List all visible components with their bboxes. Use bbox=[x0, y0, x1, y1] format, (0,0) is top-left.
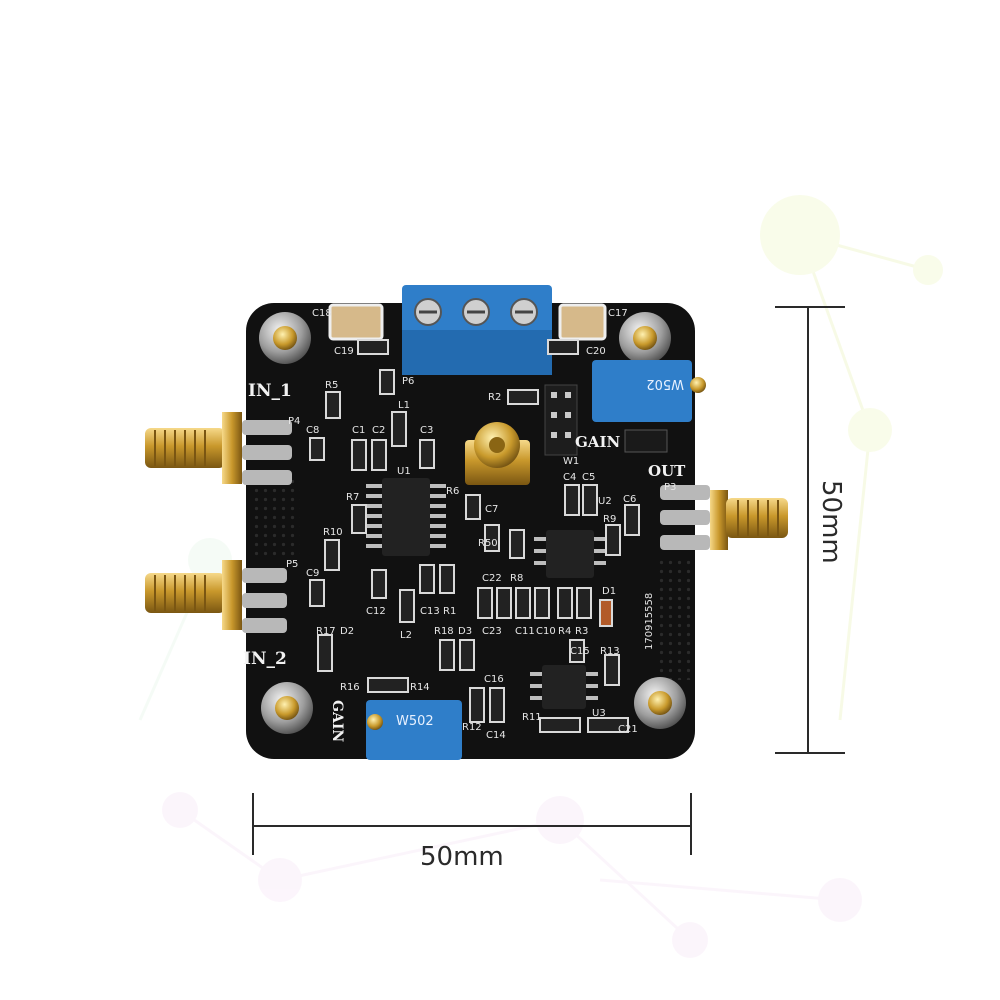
label-c4: C4 bbox=[563, 472, 576, 483]
label-r10: R10 bbox=[323, 527, 343, 538]
label-c9: C9 bbox=[306, 568, 319, 579]
solder-pads-in1 bbox=[242, 420, 292, 485]
jumper-gain bbox=[624, 429, 668, 453]
label-l2: L2 bbox=[400, 630, 412, 641]
mounting-standoff-top-right bbox=[619, 312, 671, 364]
label-p5: P5 bbox=[286, 559, 298, 570]
label-d3: D3 bbox=[458, 626, 472, 637]
label-in2: IN_2 bbox=[243, 649, 287, 669]
label-c1: C1 bbox=[352, 425, 365, 436]
sma-connector-in1 bbox=[145, 412, 242, 484]
via-field-right bbox=[655, 560, 695, 680]
label-r5: R5 bbox=[325, 380, 338, 391]
terminal-block bbox=[402, 285, 552, 375]
height-dimension-label: 50mm bbox=[816, 480, 846, 564]
trimmer-marking-top: W502 bbox=[646, 376, 684, 391]
label-c16: C16 bbox=[484, 674, 504, 685]
label-c19: C19 bbox=[334, 346, 354, 357]
label-p4: P4 bbox=[288, 416, 300, 427]
label-u2: U2 bbox=[598, 496, 612, 507]
label-c3: C3 bbox=[420, 425, 433, 436]
label-r3: R3 bbox=[575, 626, 588, 637]
label-r17: R17 bbox=[316, 626, 336, 637]
sma-connector-in2 bbox=[145, 560, 242, 630]
ic-u2 bbox=[534, 530, 606, 578]
label-r6: R6 bbox=[446, 486, 459, 497]
label-c20: C20 bbox=[586, 346, 606, 357]
label-in1: IN_1 bbox=[248, 381, 292, 401]
label-r12: R12 bbox=[462, 722, 482, 733]
label-c6: C6 bbox=[623, 494, 636, 505]
smd-components bbox=[309, 339, 640, 733]
via-field-left bbox=[250, 480, 300, 560]
label-c17: C17 bbox=[608, 308, 628, 319]
label-c5: C5 bbox=[582, 472, 595, 483]
height-dimension-line bbox=[775, 306, 845, 754]
width-dimension-label: 50mm bbox=[420, 842, 504, 872]
trimmer-potentiometer-bottom: W502 bbox=[366, 700, 462, 760]
solder-pads-in2 bbox=[242, 568, 287, 633]
label-out: OUT bbox=[648, 462, 686, 480]
label-r11: R11 bbox=[522, 712, 542, 723]
sma-jack-center bbox=[465, 422, 530, 485]
mounting-standoff-bottom-right bbox=[634, 677, 686, 729]
label-r8: R8 bbox=[510, 573, 523, 584]
width-dimension-line bbox=[252, 793, 692, 855]
label-u1: U1 bbox=[397, 466, 411, 477]
label-c2: C2 bbox=[372, 425, 385, 436]
label-c8: C8 bbox=[306, 425, 319, 436]
trimmer-potentiometer-top: W502 bbox=[592, 360, 706, 422]
solder-pads-out bbox=[660, 485, 710, 550]
label-c10: C10 bbox=[536, 626, 556, 637]
label-r14: R14 bbox=[410, 682, 430, 693]
mounting-standoff-top-left bbox=[259, 312, 311, 364]
label-c21: C21 bbox=[618, 724, 638, 735]
label-c14: C14 bbox=[486, 730, 506, 741]
label-p6: P6 bbox=[402, 376, 414, 387]
label-r50: R50 bbox=[478, 538, 498, 549]
pin-header-gain bbox=[544, 384, 578, 456]
ic-u3 bbox=[530, 665, 598, 709]
label-c18: C18 bbox=[312, 308, 332, 319]
sma-connector-out bbox=[710, 490, 788, 550]
label-p3: P3 bbox=[664, 482, 676, 493]
background-network-decoration bbox=[138, 195, 943, 958]
label-r4: R4 bbox=[558, 626, 571, 637]
label-r2: R2 bbox=[488, 392, 501, 403]
capacitor-c18 bbox=[328, 303, 384, 341]
label-gain-top: GAIN bbox=[575, 433, 620, 451]
label-r13: R13 bbox=[600, 646, 620, 657]
label-l1: L1 bbox=[398, 400, 410, 411]
serial-number: 170915558 bbox=[644, 593, 655, 650]
label-c13: C13 bbox=[420, 606, 440, 617]
ic-u1 bbox=[366, 478, 446, 556]
label-r9: R9 bbox=[603, 514, 616, 525]
trimmer-marking-bottom: W502 bbox=[396, 714, 434, 729]
label-c15: C15 bbox=[570, 646, 590, 657]
label-c7: C7 bbox=[485, 504, 498, 515]
label-gain-left: GAIN bbox=[329, 700, 345, 742]
label-r18: R18 bbox=[434, 626, 454, 637]
label-d2: D2 bbox=[340, 626, 354, 637]
mounting-standoff-bottom-left bbox=[261, 682, 313, 734]
label-d1: D1 bbox=[602, 586, 616, 597]
label-r7: R7 bbox=[346, 492, 359, 503]
label-c22: C22 bbox=[482, 573, 502, 584]
label-c12: C12 bbox=[366, 606, 386, 617]
label-r1: R1 bbox=[443, 606, 456, 617]
label-r16: R16 bbox=[340, 682, 360, 693]
label-u3: U3 bbox=[592, 708, 606, 719]
label-w1: W1 bbox=[563, 456, 579, 467]
label-c11: C11 bbox=[515, 626, 535, 637]
capacitor-c17 bbox=[558, 303, 607, 341]
label-c23: C23 bbox=[482, 626, 502, 637]
